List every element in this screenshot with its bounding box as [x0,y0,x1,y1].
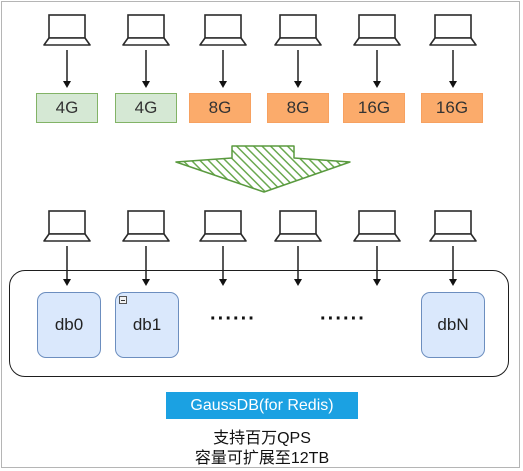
db-label: db1 [132,315,162,334]
laptop-icon [429,14,477,48]
db-node-db0: db0 [37,292,101,358]
memory-block-label: 4G [134,98,158,117]
hatched-down-arrow-icon [174,144,352,199]
caption-qps: 支持百万QPS [213,430,311,447]
laptop-icon [274,210,322,244]
arrow-down-icon [293,246,303,286]
memory-block-4g-1: 4G [36,93,98,123]
db-node-dbn: dbN [421,292,485,358]
arrow-down-icon [372,246,382,286]
arrow-down-icon [448,50,458,88]
collapse-icon[interactable] [119,296,127,304]
memory-block-16g-1: 16G [343,93,405,123]
memory-block-8g-1: 8G [189,93,251,123]
arrow-down-icon [62,246,72,286]
memory-block-8g-2: 8G [267,93,329,123]
memory-block-label: 8G [208,98,232,117]
arrow-down-icon [448,246,458,286]
ellipsis-1: ······ [210,308,256,330]
memory-block-label: 8G [286,98,310,117]
arrow-down-icon [372,50,382,88]
laptop-icon [43,14,91,48]
laptop-icon [199,210,247,244]
arrow-down-icon [141,50,151,88]
memory-block-16g-2: 16G [421,93,483,123]
caption-capacity: 容量可扩展至12TB [194,450,330,467]
db-node-db1: db1 [115,292,179,358]
memory-block-4g-2: 4G [115,93,177,123]
laptop-icon [43,210,91,244]
memory-block-label: 16G [435,98,469,117]
arrow-down-icon [141,246,151,286]
product-label: GaussDB(for Redis) [166,392,358,419]
laptop-icon [274,14,322,48]
laptop-icon [353,14,401,48]
product-name: GaussDB(for Redis) [190,396,334,414]
db-label: db0 [54,315,84,334]
memory-block-label: 4G [55,98,79,117]
memory-block-label: 16G [357,98,391,117]
laptop-icon [122,14,170,48]
cluster-container [9,270,509,377]
db-label: dbN [437,315,469,334]
arrow-down-icon [62,50,72,88]
laptop-icon [199,14,247,48]
arrow-down-icon [218,246,228,286]
arrow-down-icon [293,50,303,88]
arrow-down-icon [218,50,228,88]
laptop-icon [353,210,401,244]
ellipsis-2: ······ [320,308,366,330]
laptop-icon [429,210,477,244]
laptop-icon [122,210,170,244]
